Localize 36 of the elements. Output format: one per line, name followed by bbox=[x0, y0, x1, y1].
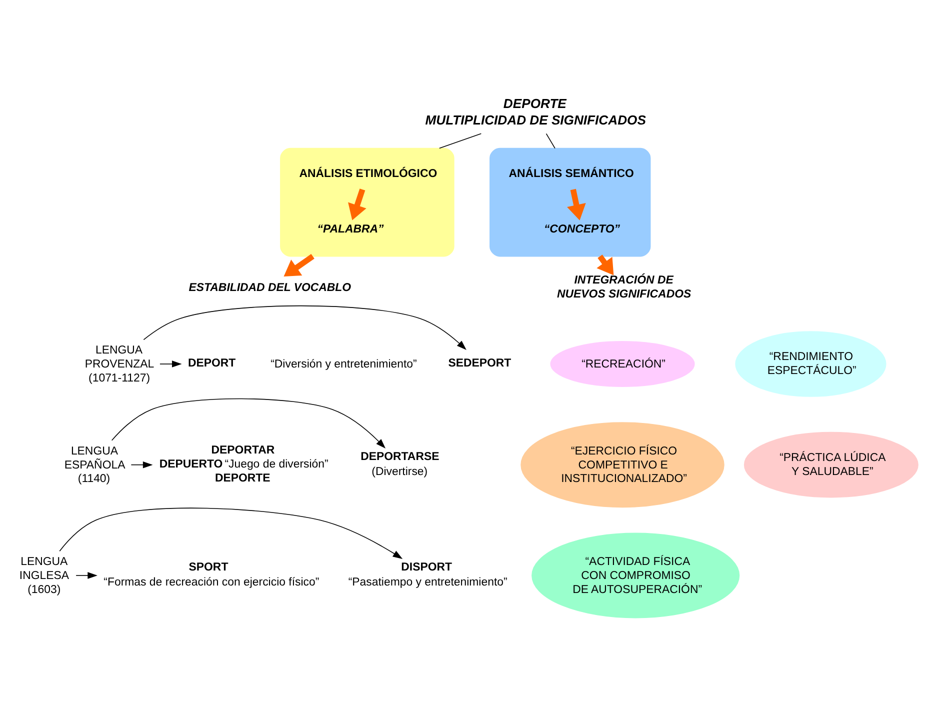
arrow bbox=[76, 572, 98, 578]
connector bbox=[439, 132, 482, 148]
node-text: SEDEPORT bbox=[448, 357, 512, 370]
arrow bbox=[596, 254, 614, 275]
node-text: INTEGRACIÓN DE NUEVOS SIGNIFICADOS bbox=[557, 274, 692, 300]
node-text: DEPORTARSE (Divertirse) bbox=[360, 450, 440, 478]
node-text: DISPORT “Pasatiempo y entretenimiento” bbox=[348, 561, 508, 588]
node-text: ANÁLISIS ETIMOLÓGICO bbox=[299, 168, 438, 180]
arrow bbox=[59, 507, 403, 558]
node-text: LENGUA ESPAÑOLA (1140) bbox=[64, 444, 126, 485]
node-text: ANÁLISIS SEMÁNTICO bbox=[508, 168, 634, 180]
arrow bbox=[143, 304, 466, 350]
node-text: ESTABILIDAD DEL VOCABLO bbox=[188, 281, 352, 294]
node-text: LENGUA INGLESA (1603) bbox=[19, 556, 69, 596]
node-text: LENGUA PROVENZAL (1071-1127) bbox=[84, 344, 154, 384]
arrow bbox=[284, 253, 314, 276]
node-text: “PALABRA” bbox=[317, 223, 384, 236]
node-text: SPORT “Formas de recreación con ejercicio físico” bbox=[104, 561, 320, 588]
node-ellipse: “RECREACIÓN” bbox=[550, 340, 695, 387]
node-text: DEPORTAR DEPUERTO “Juego de diversión” DEPORTE bbox=[159, 444, 328, 484]
node-text: “CONCEPTO” bbox=[544, 223, 620, 236]
node-text: DEPORTE MULTIPLICIDAD DE SIGNIFICADOS bbox=[425, 96, 646, 127]
cluster bbox=[280, 147, 454, 256]
arrow bbox=[111, 398, 386, 448]
node-ellipse: “RENDIMIENTO ESPECTÁCULO” bbox=[735, 330, 886, 396]
arrow bbox=[130, 460, 153, 468]
arrow bbox=[567, 188, 586, 220]
cluster bbox=[490, 147, 651, 256]
node-ellipse: “ACTIVIDAD FÍSICA CON COMPROMISO DE AUTOSUPERACIÓN” bbox=[532, 532, 740, 618]
arrow bbox=[160, 360, 182, 367]
node-ellipse: “PRÁCTICA LÚDICA Y SALUDABLE” bbox=[744, 431, 918, 498]
node-text: DEPORT bbox=[188, 357, 236, 370]
connector bbox=[546, 132, 556, 148]
node-ellipse: “EJERCICIO FÍSICO COMPETITIVO E INSTITUCIONALIZADO” bbox=[520, 422, 724, 508]
label: “Diversión y entretenimiento” bbox=[270, 358, 417, 370]
arrow bbox=[348, 188, 366, 220]
